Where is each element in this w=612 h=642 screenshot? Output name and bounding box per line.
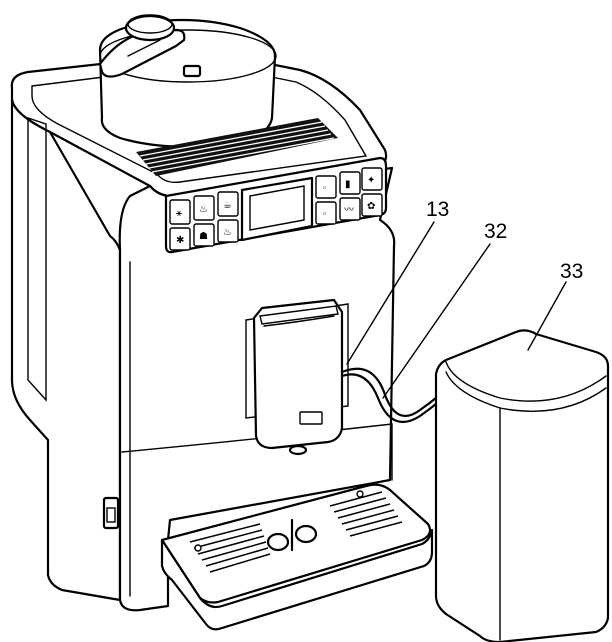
svg-text:♨: ♨ bbox=[223, 227, 232, 238]
svg-text:◦: ◦ bbox=[322, 210, 327, 220]
control-panel-display bbox=[240, 176, 314, 242]
callout-32: 32 bbox=[484, 220, 507, 243]
svg-text:✱: ✱ bbox=[176, 235, 184, 246]
svg-text:⚹: ⚹ bbox=[176, 208, 182, 219]
bean-hopper bbox=[98, 14, 277, 149]
panel-buttons-left: ⚹ ♨ ☕ ✱ ☗ ♨ bbox=[169, 191, 239, 251]
svg-text:✿: ✿ bbox=[367, 201, 375, 212]
callout-leaders bbox=[346, 221, 567, 399]
svg-text:◦: ◦ bbox=[322, 184, 327, 194]
vent-grille bbox=[136, 118, 338, 176]
control-panel: ⚹ ♨ ☕ ✱ ☗ ♨ ◦ ▮ ✦ ◦ 〰 ✿ bbox=[164, 156, 388, 254]
machine-body bbox=[10, 50, 396, 612]
power-switch bbox=[102, 496, 120, 530]
svg-text:☗: ☗ bbox=[199, 231, 208, 242]
coffee-outlet bbox=[245, 298, 349, 456]
svg-text:✦: ✦ bbox=[367, 175, 375, 186]
svg-text:▮: ▮ bbox=[345, 179, 351, 190]
callout-13: 13 bbox=[426, 198, 449, 221]
drip-tray-illustration bbox=[160, 483, 434, 631]
svg-text:☕: ☕ bbox=[223, 200, 232, 211]
callout-33: 33 bbox=[560, 260, 583, 283]
milk-container-illustration bbox=[434, 329, 610, 642]
svg-text:〰: 〰 bbox=[344, 205, 354, 216]
panel-buttons-right: ◦ ▮ ✦ ◦ 〰 ✿ bbox=[315, 167, 383, 225]
svg-text:♨: ♨ bbox=[199, 204, 208, 215]
